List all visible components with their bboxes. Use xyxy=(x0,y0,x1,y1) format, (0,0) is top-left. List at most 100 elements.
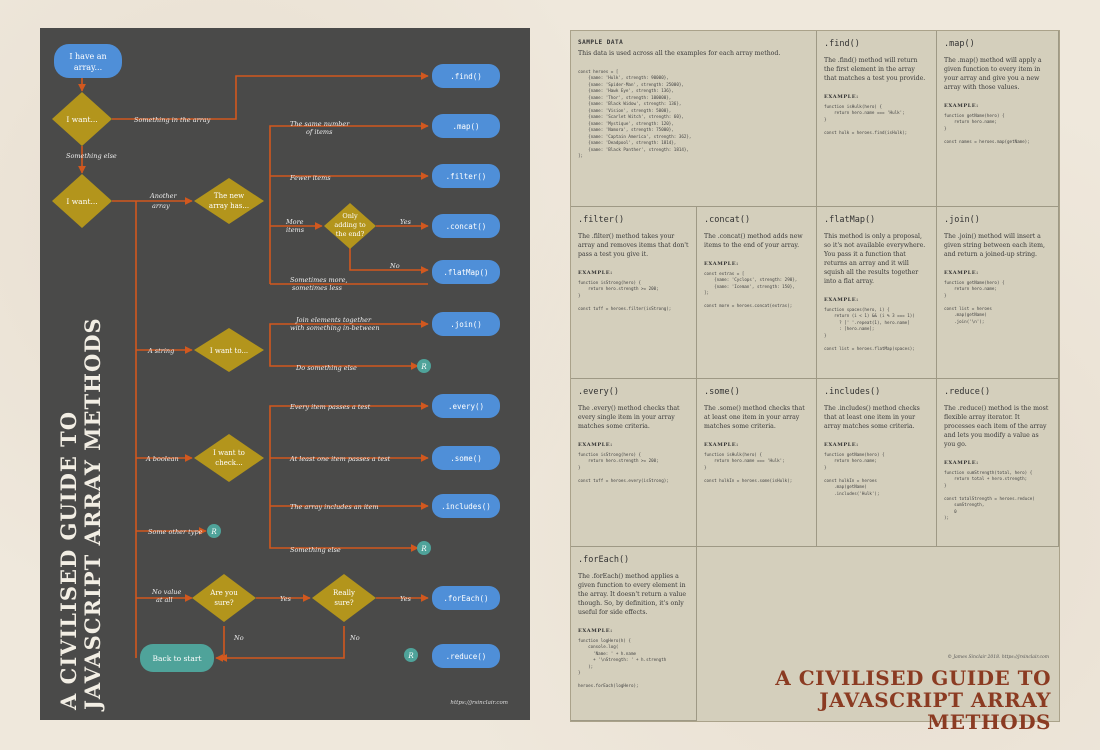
cell-description: The .includes() method checks that at le… xyxy=(824,405,920,430)
cell-title: .map() xyxy=(944,39,975,49)
decision-are-you-sure xyxy=(192,574,256,622)
edge-label: Yes xyxy=(400,218,412,226)
cell-description: The .forEach() method applies a given fu… xyxy=(578,573,687,616)
cell-example-label: EXAMPLE: xyxy=(944,459,979,466)
cell-code: function isHulk(hero) { return hero.name… xyxy=(704,451,793,483)
edge-label: The same number xyxy=(290,120,350,128)
decision-want-to xyxy=(194,328,264,372)
method-label: .reduce() xyxy=(446,652,487,661)
cell-description: The .reduce() method is the most flexibl… xyxy=(944,405,1049,448)
cell-example-label: EXAMPLE: xyxy=(578,269,613,276)
decision-only-adding xyxy=(324,203,376,249)
r-label: R xyxy=(420,363,427,371)
decision-i-want-2 xyxy=(52,174,112,228)
url-label: https://jrsinclair.com xyxy=(450,700,508,706)
decision-label: sure? xyxy=(214,599,234,607)
credit-text: © James Sinclair 2018. https://jrsinclai… xyxy=(947,655,1049,660)
decision-label: the end? xyxy=(336,230,365,238)
cell-title: .reduce() xyxy=(944,387,991,397)
cell-example-label: EXAMPLE: xyxy=(704,441,739,448)
edge-label: Do something else xyxy=(295,364,357,372)
edge-label: items xyxy=(286,226,305,234)
method-includes-node xyxy=(432,494,500,518)
method-label: .includes() xyxy=(441,502,491,511)
method-label: .flatMap() xyxy=(443,268,488,277)
method-filter-node xyxy=(432,164,500,188)
cell-code: function isStrong(hero) { return hero.st… xyxy=(578,279,672,311)
cell-example-label: EXAMPLE: xyxy=(944,269,979,276)
r-label: R xyxy=(210,528,217,536)
cell-code: function getName(hero) { return hero.nam… xyxy=(944,112,1030,144)
method-label: .concat() xyxy=(446,222,487,231)
join-cell: .join()The .join() method will insert a … xyxy=(937,207,1059,379)
reference-title: A CIVILISED GUIDE TO JAVASCRIPT ARRAY ME… xyxy=(703,667,1051,733)
cell-code: const heroes = [ {name: 'Hulk', strength… xyxy=(578,68,692,159)
method-flatmap-node xyxy=(432,260,500,284)
some-cell: .some() The .some() method checks that at… xyxy=(697,379,817,547)
concat-cell: .concat()The .concat() method adds new i… xyxy=(697,207,817,379)
method-label: .map() xyxy=(452,122,479,131)
decision-label: I want to... xyxy=(210,347,248,355)
method-foreach-node xyxy=(432,586,500,610)
back-to-start-node xyxy=(140,644,214,672)
decision-want-check xyxy=(194,434,264,482)
cell-title: .filter() xyxy=(578,215,625,225)
cell-description: This data is used across all the example… xyxy=(578,50,781,57)
edge-label: of items xyxy=(306,128,333,136)
cell-title: .some() xyxy=(704,387,740,397)
decision-label: Really xyxy=(333,589,355,597)
cell-example-label: EXAMPLE: xyxy=(944,102,979,109)
edge-label: Something in the array xyxy=(134,116,211,124)
start-line-1: I have an xyxy=(69,52,106,61)
decision-really-sure xyxy=(312,574,376,622)
method-label: .every() xyxy=(448,402,484,411)
reference-title-line-1: A CIVILISED GUIDE TO xyxy=(775,666,1051,690)
decision-label: I want to xyxy=(213,449,245,457)
method-nodes xyxy=(432,64,500,668)
edge-label: No xyxy=(349,634,360,642)
method-label: .forEach() xyxy=(443,594,488,603)
vertical-title: A CIVILISED GUIDE TO JAVASCRIPT ARRAY ME… xyxy=(56,317,105,712)
decision-nodes xyxy=(52,92,376,622)
flowchart-panel: I have an array... I want... I want... T… xyxy=(40,28,530,720)
cell-title: .join() xyxy=(944,215,980,225)
cell-code: function logHero(h) { console.log( 'Name… xyxy=(578,637,667,689)
method-join-node xyxy=(432,312,500,336)
edge-label: sometimes less xyxy=(292,284,343,292)
method-find-node xyxy=(432,64,500,88)
r-label: R xyxy=(407,652,414,660)
vertical-title-line-1: A CIVILISED GUIDE TO xyxy=(56,411,81,711)
edge-label: Join elements together xyxy=(294,316,372,324)
edge-label: Some other type xyxy=(148,528,203,536)
cell-description: The .filter() method takes your array an… xyxy=(578,233,689,258)
edge-label: Every item passes a test xyxy=(289,403,371,411)
method-some-node xyxy=(432,446,500,470)
method-label: .find() xyxy=(450,72,482,81)
edge-label: No xyxy=(389,262,400,270)
edge-label: At least one item passes a test xyxy=(289,455,391,463)
edge-label: More xyxy=(285,218,304,226)
cell-example-label: EXAMPLE: xyxy=(824,296,859,303)
edge-label: Something else xyxy=(66,152,117,160)
edge-label: No xyxy=(233,634,244,642)
decision-label: Only xyxy=(342,212,358,220)
cell-title: .find() xyxy=(824,39,860,49)
cell-example-label: EXAMPLE: xyxy=(824,93,859,100)
edge-label: Another xyxy=(149,192,177,200)
edge-label: Fewer items xyxy=(289,174,331,182)
edge-label: No value xyxy=(151,588,181,596)
cell-example-label: EXAMPLE: xyxy=(824,441,859,448)
edge-label: The array includes an item xyxy=(290,503,379,511)
edge-label: at all xyxy=(156,596,173,604)
cell-description: The .some() method checks that at least … xyxy=(704,405,805,430)
decision-label: The new xyxy=(214,192,244,200)
decision-array-has xyxy=(194,178,264,224)
start-node: I have an array... xyxy=(54,44,122,78)
filter-cell: .filter() The .filter() method takes your… xyxy=(571,207,697,379)
edge-label: A string xyxy=(147,347,174,355)
cell-title: .concat() xyxy=(704,215,751,225)
edge-label: Yes xyxy=(400,595,412,603)
r-badge xyxy=(207,524,221,538)
